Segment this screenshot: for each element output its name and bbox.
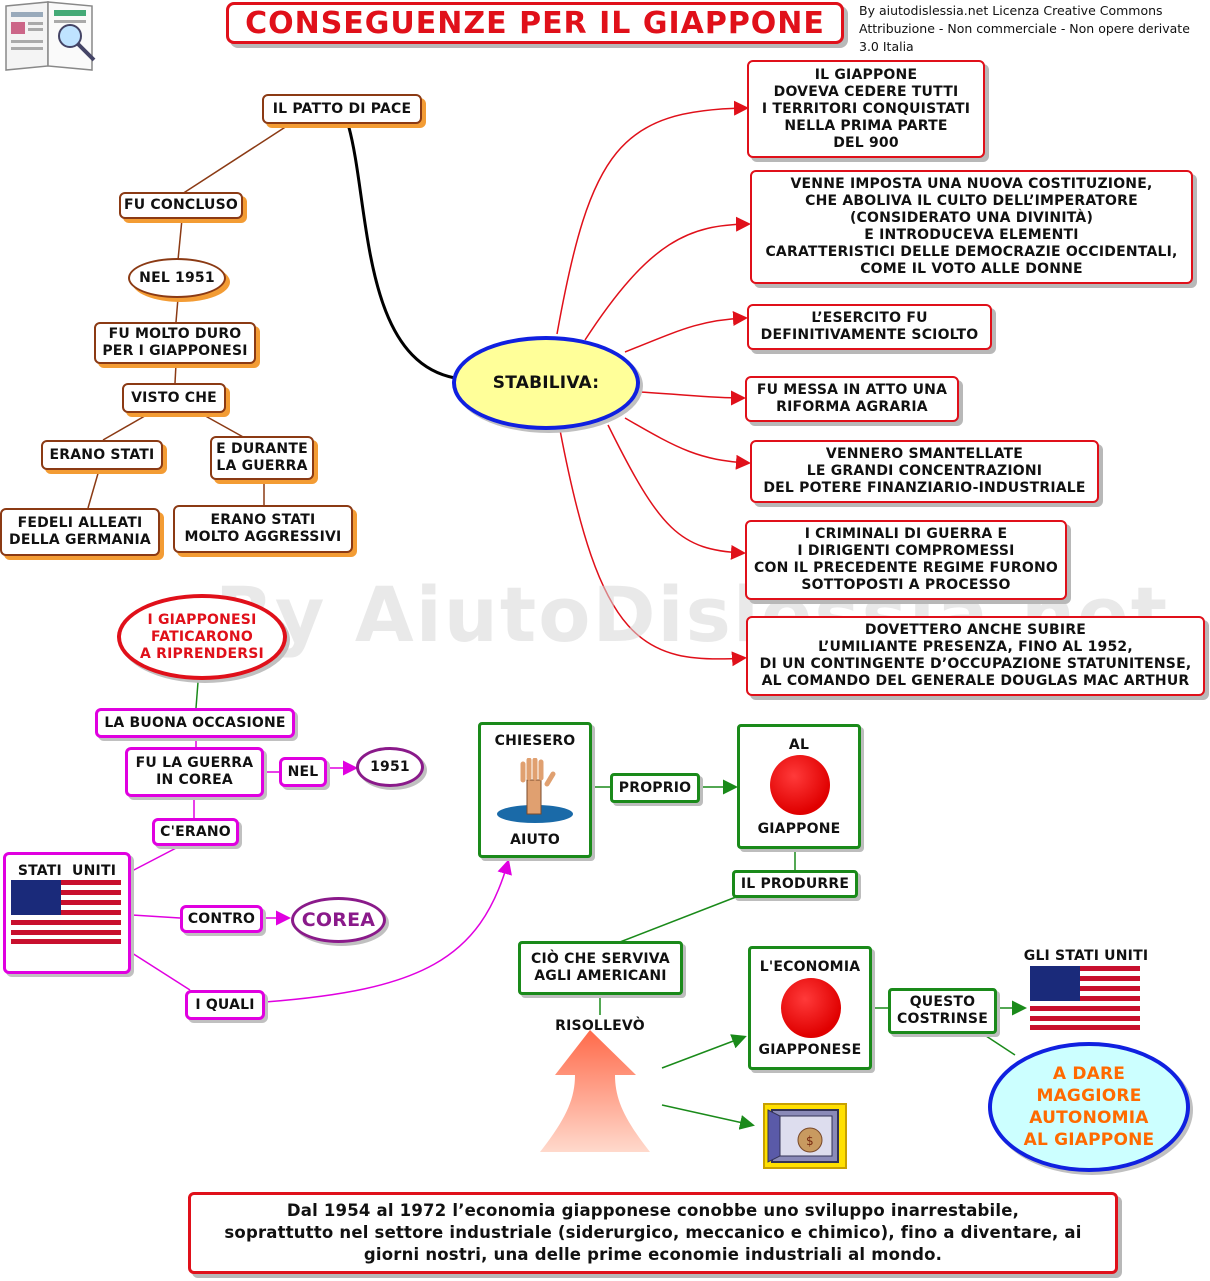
- node-corea: COREA: [291, 897, 386, 943]
- node-proprio: PROPRIO: [610, 773, 700, 803]
- node-buona-occasione: LA BUONA OCCASIONE: [95, 708, 295, 738]
- aiuto-label: AIUTO: [510, 832, 560, 848]
- node-gli-stati-uniti: GLI STATI UNITI: [1023, 947, 1149, 964]
- page-title: CONSEGUENZE PER IL GIAPPONE: [226, 2, 844, 44]
- node-cio-che-serviva: CIÒ CHE SERVIVA AGLI AMERICANI: [518, 941, 683, 995]
- license-text: By aiutodislessia.net Licenza Creative C…: [859, 3, 1190, 54]
- node-c-erano: C'ERANO: [152, 818, 239, 846]
- japan-sun-icon: [781, 978, 841, 1038]
- node-fu-concluso: FU CONCLUSO: [119, 192, 243, 219]
- safe-money-icon: $: [763, 1103, 847, 1169]
- node-erano-molto-aggressivi: ERANO STATI MOLTO AGGRESSIVI: [173, 505, 353, 553]
- node-visto-che: VISTO CHE: [122, 383, 226, 413]
- consequence-item: VENNE IMPOSTA UNA NUOVA COSTITUZIONE, CH…: [750, 170, 1193, 284]
- consequence-item: L’ESERCITO FU DEFINITIVAMENTE SCIOLTO: [747, 304, 992, 350]
- usa-flag-icon: [11, 880, 121, 944]
- footer-note: Dal 1954 al 1972 l’economia giapponese c…: [188, 1192, 1118, 1274]
- svg-text:$: $: [806, 1134, 814, 1148]
- usa-flag-icon: [1030, 966, 1140, 1030]
- consequence-item: VENNERO SMANTELLATE LE GRANDI CONCENTRAZ…: [750, 440, 1099, 503]
- drowning-hand-icon: [497, 758, 573, 823]
- stati-uniti-label: STATI UNITI: [17, 863, 117, 879]
- consequence-item: I CRIMINALI DI GUERRA E I DIRIGENTI COMP…: [745, 520, 1067, 600]
- economia-label: L'ECONOMIA: [759, 959, 861, 975]
- node-nel-1951: NEL 1951: [128, 258, 226, 298]
- node-risollevo: RISOLLEVÒ: [555, 1017, 645, 1034]
- node-dare-autonomia: A DARE MAGGIORE AUTONOMIA AL GIAPPONE: [988, 1042, 1190, 1172]
- node-faticarono: I GIAPPONESI FATICARONO A RIPRENDERSI: [117, 594, 287, 680]
- node-fedeli-alleati: FEDELI ALLEATI DELLA GERMANIA: [0, 508, 160, 556]
- giappone-label: GIAPPONE: [757, 821, 841, 837]
- node-il-produrre: IL PRODURRE: [732, 870, 858, 898]
- node-e-durante-la-guerra: E DURANTE LA GUERRA: [210, 436, 314, 480]
- node-fu-molto-duro: FU MOLTO DURO PER I GIAPPONESI: [94, 322, 256, 364]
- japan-sun-icon: [770, 755, 830, 815]
- node-guerra-corea: FU LA GUERRA IN COREA: [125, 747, 264, 797]
- node-patto-di-pace: IL PATTO DI PACE: [262, 94, 422, 124]
- node-nel: NEL: [279, 757, 327, 787]
- node-year-1951: 1951: [356, 747, 424, 787]
- node-contro: CONTRO: [180, 905, 263, 933]
- consequence-item: DOVETTERO ANCHE SUBIRE L’UMILIANTE PRESE…: [746, 616, 1205, 696]
- node-i-quali: I QUALI: [185, 990, 265, 1020]
- node-erano-stati: ERANO STATI: [41, 440, 163, 470]
- consequence-item: IL GIAPPONE DOVEVA CEDERE TUTTI I TERRIT…: [747, 60, 985, 158]
- al-label: AL: [788, 737, 810, 753]
- node-questo-costrinse: QUESTO COSTRINSE: [888, 988, 997, 1034]
- chiesero-label: CHIESERO: [494, 733, 576, 749]
- node-stabiliva: STABILIVA:: [452, 336, 640, 430]
- consequence-item: FU MESSA IN ATTO UNA RIFORMA AGRARIA: [745, 376, 959, 422]
- book-logo-icon: [5, 1, 96, 71]
- giapponese-label: GIAPPONESE: [758, 1042, 862, 1058]
- node-chiesero-aiuto: CHIESERO AIUTO: [478, 722, 592, 858]
